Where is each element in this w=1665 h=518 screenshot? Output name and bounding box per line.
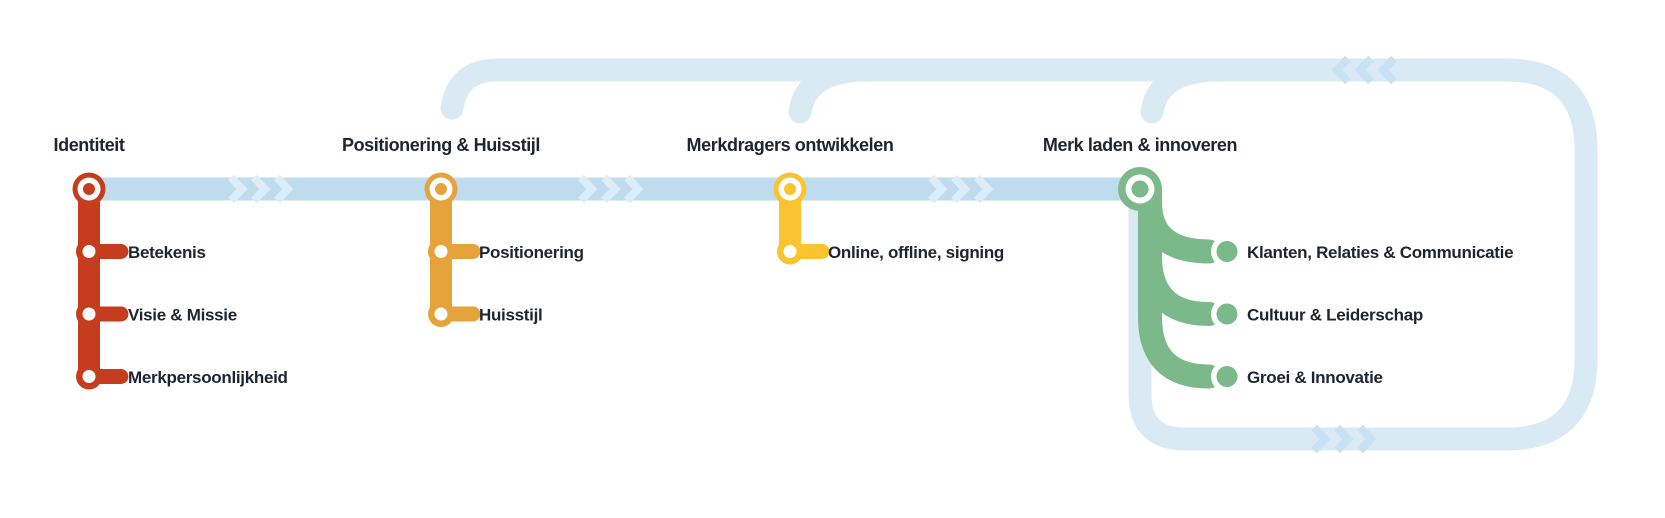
stop-label-huisstijl: Huisstijl: [479, 306, 542, 325]
station-center: [1131, 180, 1149, 198]
station-center: [784, 183, 796, 195]
chevron-right-icon: [1311, 424, 1331, 454]
stage-merkdragers: Merkdragers ontwikkelen Online, offline,…: [687, 135, 1004, 265]
stage-label-positionering-huisstijl: Positionering & Huisstijl: [342, 135, 540, 155]
station-marker-merk-laden: [1118, 167, 1162, 211]
chevron-right-icon: [974, 174, 994, 204]
stop-ring-center: [434, 307, 448, 321]
stage-merk-laden-innoveren: Merk laden & innoveren Klanten, Relaties…: [1043, 135, 1514, 393]
stop-label-positionering: Positionering: [479, 243, 584, 262]
dot: [1216, 241, 1238, 262]
chevron-right-icon: [601, 174, 621, 204]
dot: [1216, 366, 1238, 387]
chevron-right-icon: [1357, 424, 1377, 454]
stop-ring-center: [82, 307, 96, 321]
station-center: [83, 183, 95, 195]
feedback-loop: [440, 55, 1598, 454]
stop-ring-center: [82, 245, 96, 258]
chevron-left-icon: [1354, 55, 1374, 85]
feedback-loop-line: [440, 58, 1598, 451]
stop-dot-marker: [1211, 298, 1243, 330]
stop-marker: [76, 363, 102, 390]
stop-label-klanten-relaties: Klanten, Relaties & Communicatie: [1247, 243, 1513, 262]
stop-dot-marker: [1211, 235, 1243, 268]
loop-return-hook-merkladen: [1140, 58, 1232, 124]
stage-label-merkdragers: Merkdragers ontwikkelen: [687, 135, 894, 155]
chevron-left-icon: [1377, 55, 1397, 85]
main-line-chevron-icons: [228, 174, 994, 204]
stage-label-identiteit: Identiteit: [54, 135, 125, 155]
stop-label-online-offline-signing: Online, offline, signing: [828, 243, 1004, 262]
station-marker-identiteit: [72, 172, 106, 206]
stop-marker: [76, 301, 102, 327]
stop-marker: [428, 238, 454, 265]
stop-marker: [777, 238, 803, 265]
stop-label-groei-innovatie: Groei & Innovatie: [1247, 368, 1383, 387]
station-marker-merkdragers: [773, 172, 807, 206]
branch-arc: [1138, 190, 1221, 264]
dot: [1216, 303, 1238, 325]
main-line: [89, 174, 1145, 204]
stop-dot-marker: [1211, 360, 1243, 393]
chevron-left-icon: [1331, 55, 1351, 85]
chevron-right-icon: [228, 174, 248, 204]
branch-stem-and-arc: [1138, 177, 1221, 389]
chevron-right-icon: [578, 174, 598, 204]
stop-ring-center: [783, 245, 797, 258]
stop-label-betekenis: Betekenis: [128, 243, 206, 262]
station-center: [435, 183, 447, 195]
stage-identiteit: Identiteit Betekenis Visie & Missie Merk…: [54, 135, 288, 390]
stage-label-merk-laden: Merk laden & innoveren: [1043, 135, 1237, 155]
loop-chevron-left-icons: [1331, 55, 1397, 85]
chevron-right-icon: [624, 174, 644, 204]
stop-label-cultuur-leiderschap: Cultuur & Leiderschap: [1247, 306, 1423, 325]
chevron-right-icon: [1334, 424, 1354, 454]
stop-label-visie-missie: Visie & Missie: [128, 306, 237, 325]
branch-arc: [1138, 244, 1221, 326]
stop-ring-center: [82, 370, 96, 383]
chevron-right-icon: [928, 174, 948, 204]
stop-marker: [76, 238, 102, 265]
loop-chevron-right-icons: [1311, 424, 1377, 454]
chevron-right-icon: [251, 174, 271, 204]
station-marker-positionering: [424, 172, 458, 206]
stop-marker: [428, 301, 454, 327]
stage-positionering-huisstijl: Positionering & Huisstijl Positionering …: [342, 135, 584, 327]
chevron-right-icon: [274, 174, 294, 204]
stop-ring-center: [434, 245, 448, 258]
stop-label-merkpersoonlijkheid: Merkpersoonlijkheid: [128, 368, 288, 387]
chevron-right-icon: [951, 174, 971, 204]
loop-return-hook-merkdragers: [788, 58, 880, 124]
